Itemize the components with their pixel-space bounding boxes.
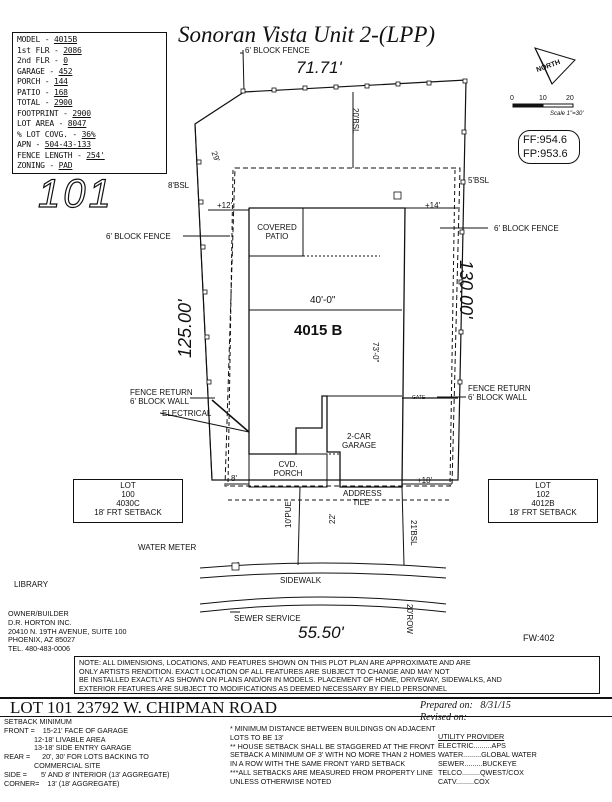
scale-ten: 10 (539, 95, 547, 102)
utility-row: TELCO.........QWEST/COX (438, 768, 524, 777)
spec-row: APN - 504-43-133 (17, 140, 91, 149)
divider (0, 716, 612, 717)
covered-patio (248, 207, 304, 257)
house-width: 40'-0" (310, 295, 336, 306)
right-offset: +14' (425, 201, 441, 210)
utility-block: UTILITY PROVIDER ELECTRIC.........APS WA… (438, 732, 537, 786)
right-side-dim: 130.00' (456, 260, 476, 319)
water-meter-label: WATER METER (138, 543, 197, 552)
sidewalk (199, 562, 447, 569)
utility-row: ELECTRIC.........APS (438, 741, 506, 750)
scale-twenty: 20 (566, 95, 574, 102)
scale-caption: Scale 1"=30' (550, 111, 584, 117)
spec-row: MODEL - 4015B (17, 35, 78, 44)
spec-row: 2nd FLR - 0 (17, 56, 68, 65)
driveway (297, 486, 301, 566)
porch-label: CVD.PORCH (273, 460, 303, 478)
front-bsl: 21'BSL (409, 520, 418, 546)
spec-row: FENCE LENGTH - 254' (17, 150, 105, 160)
north-arrow-icon (534, 47, 576, 85)
utility-row: CATV.........COX (438, 777, 490, 786)
block-fence-left: 6' BLOCK FENCE (106, 232, 171, 241)
pue-label: 10'PUE (284, 501, 293, 528)
spec-row: FOOTPRINT - 2900 (17, 108, 91, 118)
scale-bar-icon (512, 103, 574, 108)
sewer-label: SEWER SERVICE (234, 614, 301, 623)
ff-elev: FF:954.6 (523, 134, 568, 146)
lot-address-title: LOT 101 23792 W. CHIPMAN ROAD (10, 698, 277, 717)
row-label: 20'ROW (405, 604, 414, 634)
utility-row: SEWER.........BUCKEYE (438, 759, 517, 768)
right-bsl: 5'BSL (468, 176, 490, 185)
spec-row: GARAGE - 452 (17, 66, 73, 76)
setback-line (224, 167, 461, 487)
electrical-label: ELECTRICAL (162, 409, 212, 418)
setback-notes: * MINIMUM DISTANCE BETWEEN BUILDINGS ON … (230, 724, 436, 786)
divider (0, 697, 612, 699)
spec-row: PORCH - 144 (17, 77, 68, 86)
block-fence-right: 6' BLOCK FENCE (494, 224, 559, 233)
left-bsl: 8'BSL (168, 181, 190, 190)
floor-elevation-box: FF:954.6 FP:953.6 (518, 130, 580, 164)
spec-row: TOTAL - 2900 (17, 98, 73, 107)
front-dim: 22' (328, 513, 337, 524)
utility-row: WATER.........GLOBAL WATER (438, 750, 537, 759)
model-label: 4015 B (294, 322, 343, 339)
spec-row: ZONING - PAD (17, 161, 73, 170)
spec-row: 1st FLR - 2086 (17, 45, 82, 55)
lot-number: 101 (37, 171, 114, 216)
left-front-dim: 8' (231, 474, 237, 483)
disclaimer-note: NOTE: ALL DIMENSIONS, LOCATIONS, AND FEA… (74, 656, 600, 694)
spec-table: MODEL - 4015B 1st FLR - 2086 2nd FLR - 0… (12, 32, 167, 174)
prepared-block: Prepared on: 8/31/15 Revised on: (420, 700, 511, 723)
house-depth: 73'-0" (371, 342, 380, 363)
library-label: LIBRARY (14, 580, 49, 589)
fw-label: FW:402 (523, 633, 555, 643)
house-outline (248, 207, 406, 488)
porch-area (248, 453, 328, 488)
right-front-dim: +10' (417, 476, 433, 485)
left-side-dim: 125.00' (175, 299, 195, 359)
rear-dimension: 71.71' (296, 58, 342, 77)
left-offset: +12' (217, 201, 233, 210)
fp-elev: FP:953.6 (523, 148, 568, 160)
gate-label: GATE (412, 395, 426, 401)
front-lot-dim: 55.50' (298, 623, 344, 642)
scale-zero: 0 (510, 95, 514, 102)
spec-row: PATIO - 168 (17, 87, 68, 97)
spec-row: LOT AREA - 8047 (17, 119, 87, 128)
spec-row: % LOT COVG. - 36% (17, 129, 96, 139)
plan-title: Sonoran Vista Unit 2-(LPP) (178, 22, 436, 47)
sidewalk-label: SIDEWALK (280, 576, 322, 585)
rear-setback: 20'BSL (351, 108, 360, 134)
block-fence-top: 6' BLOCK FENCE (245, 46, 310, 55)
